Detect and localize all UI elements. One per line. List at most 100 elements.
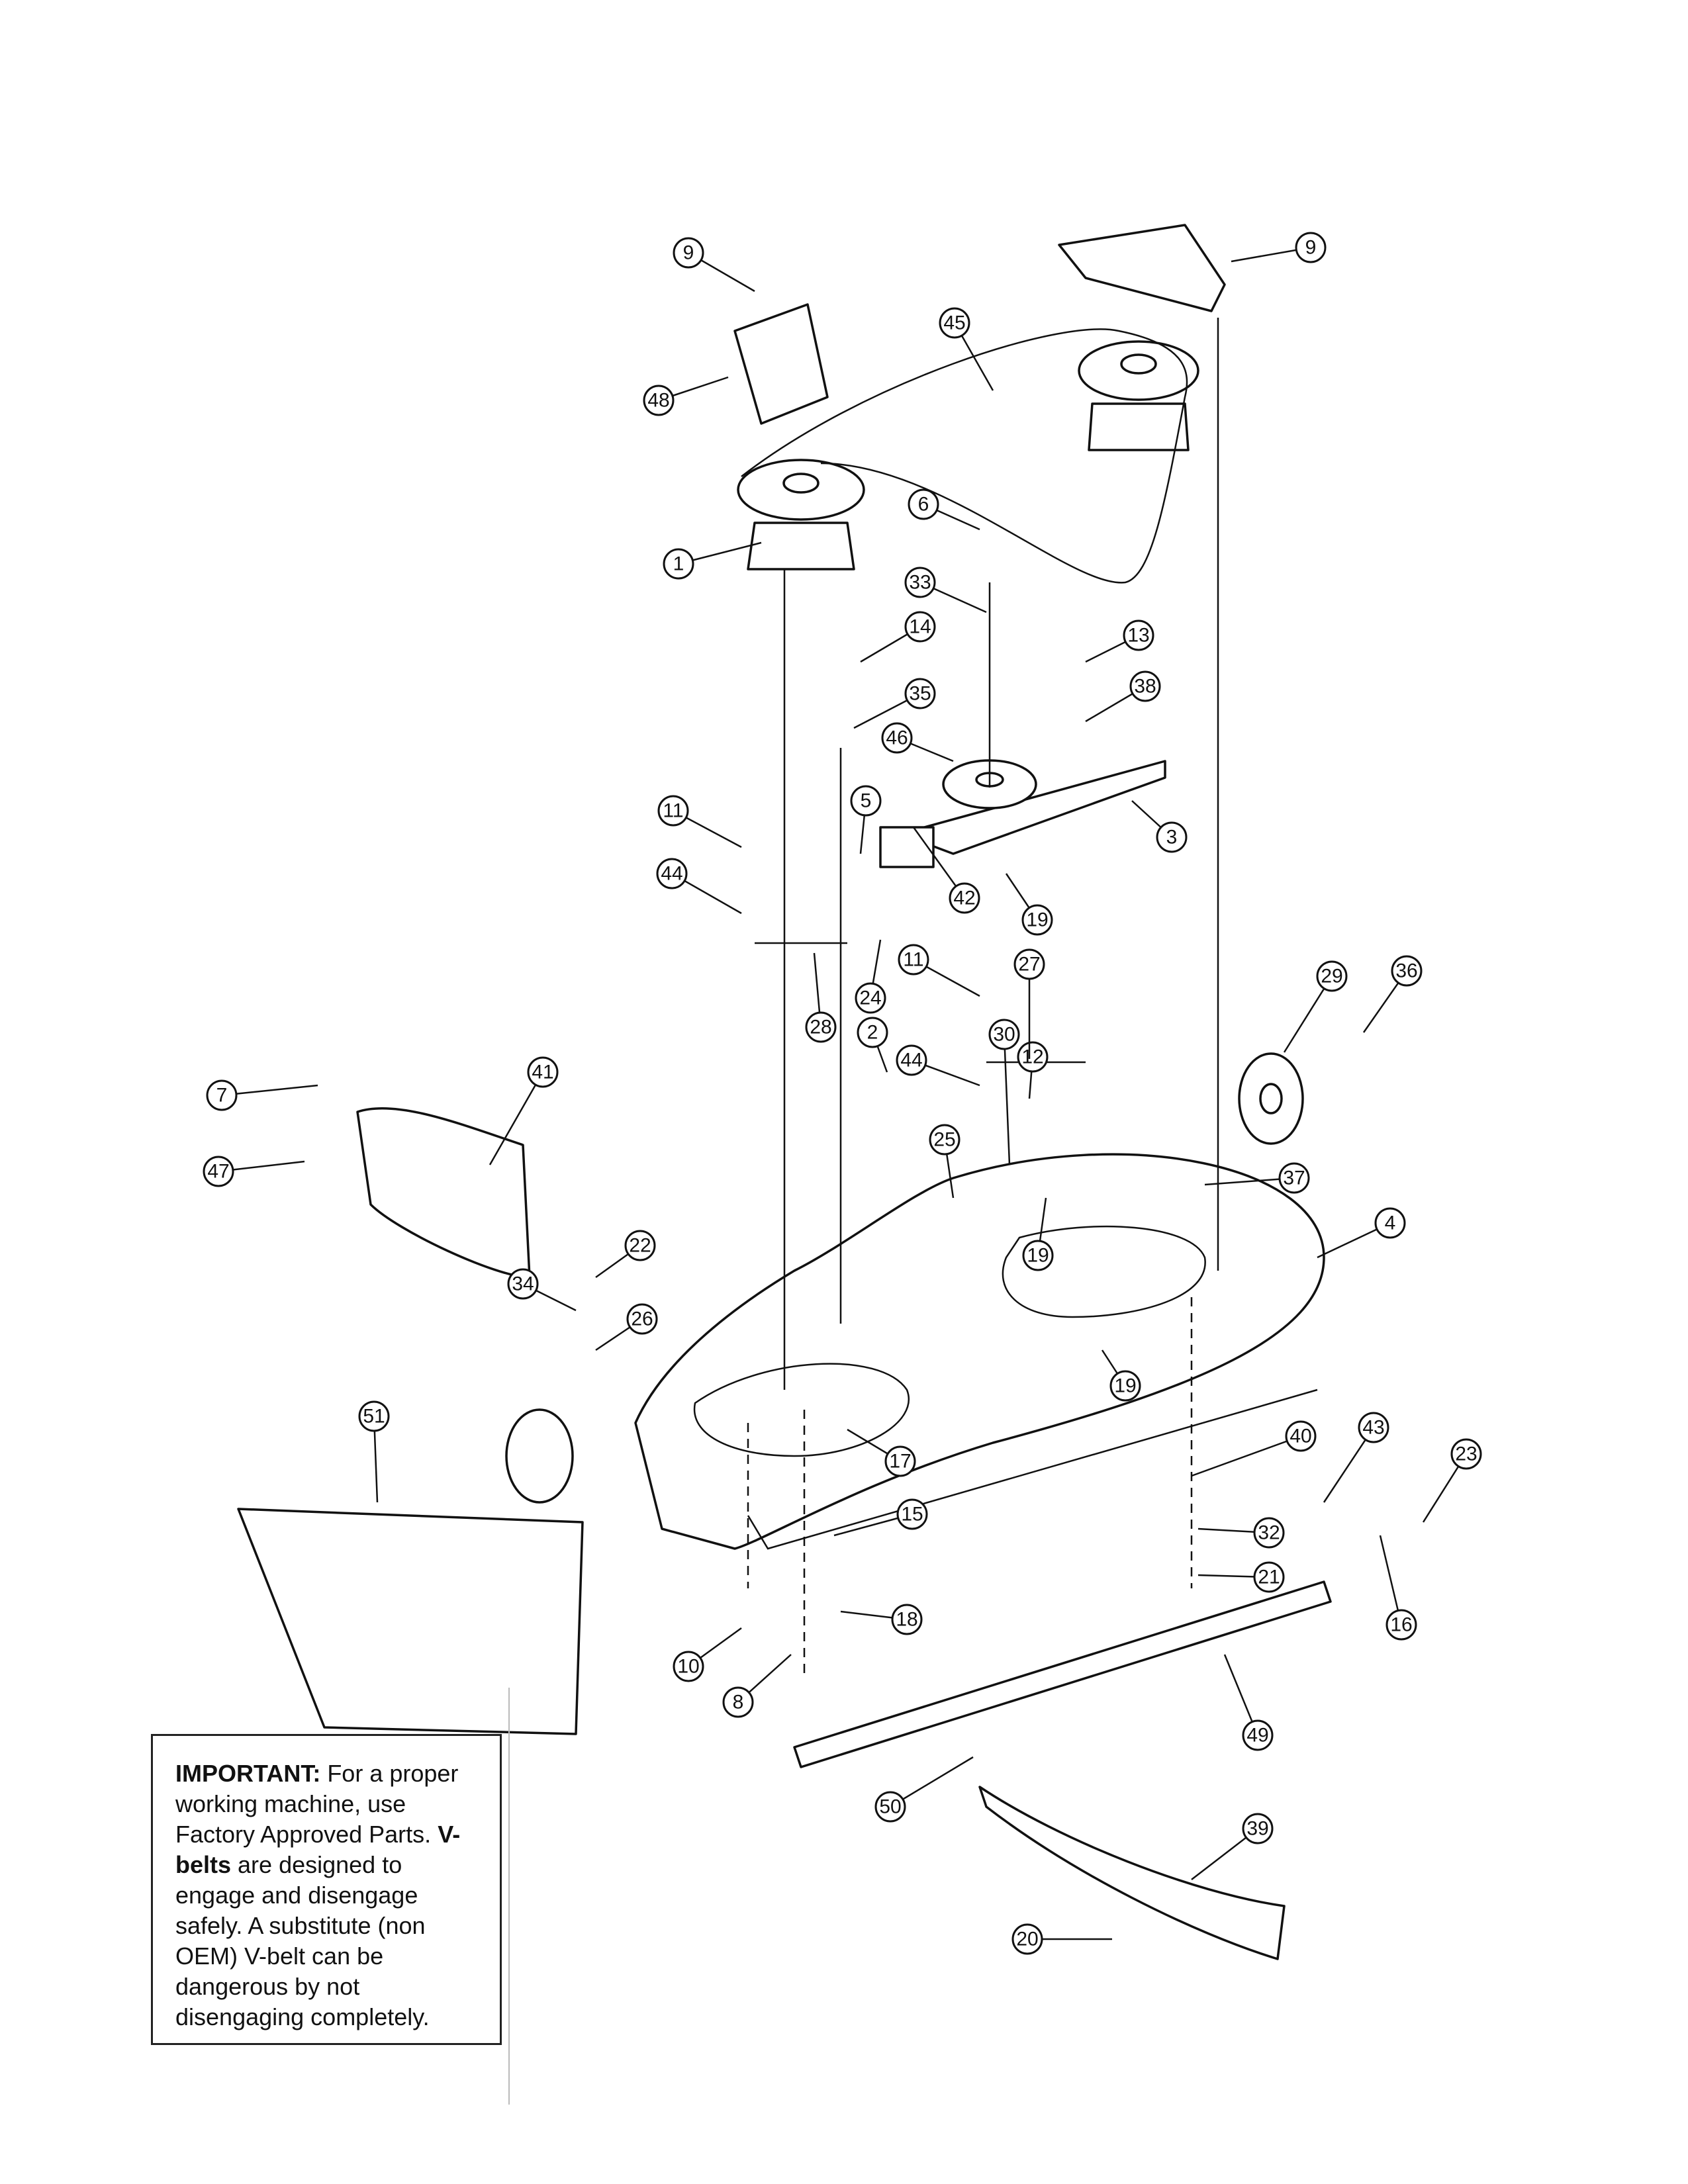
callout-27: 27	[1013, 948, 1045, 1059]
callout-circle	[1242, 1813, 1274, 1844]
callout-46: 46	[881, 722, 954, 762]
callout-number: 28	[810, 1017, 831, 1038]
callout-circle	[1253, 1517, 1285, 1549]
callout-number: 44	[661, 863, 682, 885]
callout-39: 39	[1191, 1813, 1274, 1880]
callout-51: 51	[358, 1400, 390, 1503]
callout-number: 32	[1258, 1522, 1280, 1544]
callout-11: 11	[898, 944, 980, 997]
callout-2: 2	[857, 1017, 888, 1073]
callout-40: 40	[1191, 1420, 1317, 1477]
callout-number: 9	[683, 242, 694, 264]
callout-circle	[857, 1017, 888, 1048]
callout-circle	[203, 1156, 234, 1187]
v-belt	[741, 328, 1188, 584]
callout-leader	[1003, 1034, 1011, 1165]
callout-20: 20	[1011, 1923, 1112, 1955]
callout-number: 3	[1166, 827, 1178, 848]
callout-7: 7	[206, 1079, 318, 1111]
callout-number: 43	[1362, 1417, 1384, 1439]
callout-circle	[358, 1400, 390, 1432]
callout-4: 4	[1317, 1207, 1406, 1259]
callout-6: 6	[908, 488, 980, 531]
callout-number: 50	[879, 1796, 901, 1818]
important-notice-box: IMPORTANT: For a proper working machine,…	[151, 1734, 502, 2045]
callout-13: 13	[1085, 619, 1154, 663]
callout-circle	[643, 385, 675, 416]
callout-38: 38	[1085, 670, 1161, 723]
callout-circle	[673, 237, 704, 269]
callout-number: 1	[673, 553, 684, 575]
callout-number: 24	[859, 987, 881, 1009]
callout-circle	[1123, 619, 1154, 651]
callout-34: 34	[507, 1268, 577, 1312]
callout-42: 42	[912, 827, 980, 914]
callout-circle	[1278, 1162, 1310, 1194]
callout-24: 24	[855, 939, 886, 1014]
vbelts-text: are designed to engage and disengage saf…	[175, 1851, 430, 2030]
alignment-lines	[783, 318, 1219, 1390]
callout-number: 40	[1289, 1426, 1311, 1447]
callout-19: 19	[1022, 1197, 1054, 1271]
callout-number: 6	[918, 494, 929, 516]
callout-26: 26	[595, 1303, 658, 1351]
mower-blade	[978, 1786, 1286, 1960]
grass-bag-side	[237, 1508, 584, 1735]
callout-number: 9	[1305, 237, 1317, 259]
vbelts-label: V-belts	[175, 1821, 461, 1878]
callout-number: 12	[1021, 1046, 1043, 1068]
callout-circle	[1017, 1041, 1049, 1073]
callout-5: 5	[850, 785, 882, 854]
gauge-wheel	[1238, 1052, 1304, 1145]
callout-8: 8	[722, 1654, 792, 1718]
callout-number: 48	[647, 390, 669, 412]
callout-number: 15	[901, 1504, 923, 1525]
callout-circle	[722, 1686, 754, 1718]
callout-number: 46	[886, 727, 908, 749]
callout-circle	[904, 567, 936, 598]
callout-circle	[1295, 232, 1327, 263]
callout-number: 42	[953, 887, 975, 909]
callout-number: 36	[1395, 960, 1417, 982]
mandrel-pulley-left	[737, 459, 865, 570]
callout-circle	[656, 858, 688, 889]
callout-circle	[988, 1019, 1020, 1050]
callout-circle	[891, 1604, 923, 1635]
callout-number: 19	[1114, 1375, 1136, 1397]
callout-circle	[929, 1124, 961, 1156]
callout-9: 9	[1231, 232, 1327, 263]
callout-circle	[898, 944, 929, 976]
callout-number: 19	[1026, 909, 1048, 931]
callout-circle	[881, 722, 913, 754]
important-text: For a proper working machine, use Factor…	[175, 1760, 459, 1848]
callout-number: 21	[1258, 1567, 1280, 1588]
hidden-lines	[747, 1297, 1193, 1674]
callout-number: 22	[629, 1235, 651, 1257]
callout-number: 14	[909, 616, 931, 638]
mandrel-pulley-right	[1078, 340, 1199, 451]
callout-15: 15	[833, 1498, 928, 1537]
callout-number: 2	[867, 1022, 878, 1044]
callout-number: 8	[733, 1692, 744, 1713]
callout-12: 12	[1017, 1041, 1049, 1099]
callout-circle	[663, 548, 694, 580]
callout-11: 11	[657, 795, 742, 848]
callout-number: 39	[1246, 1818, 1268, 1840]
callout-number: 35	[909, 683, 931, 705]
deck-housing	[634, 1153, 1325, 1550]
important-label: IMPORTANT:	[175, 1760, 321, 1787]
callout-leader	[489, 1071, 544, 1165]
callout-circle	[855, 982, 886, 1014]
stabilizer-bar	[793, 1580, 1332, 1768]
callout-circle	[896, 1044, 927, 1076]
callout-circle	[1253, 1561, 1285, 1593]
callout-19: 19	[1101, 1349, 1141, 1402]
callout-number: 13	[1127, 625, 1149, 647]
callout-circle	[673, 1651, 704, 1682]
callout-35: 35	[853, 678, 936, 729]
callout-number: 41	[532, 1062, 553, 1083]
callout-circle	[1156, 821, 1188, 853]
callout-circle	[624, 1230, 656, 1261]
callout-48: 48	[643, 376, 729, 416]
